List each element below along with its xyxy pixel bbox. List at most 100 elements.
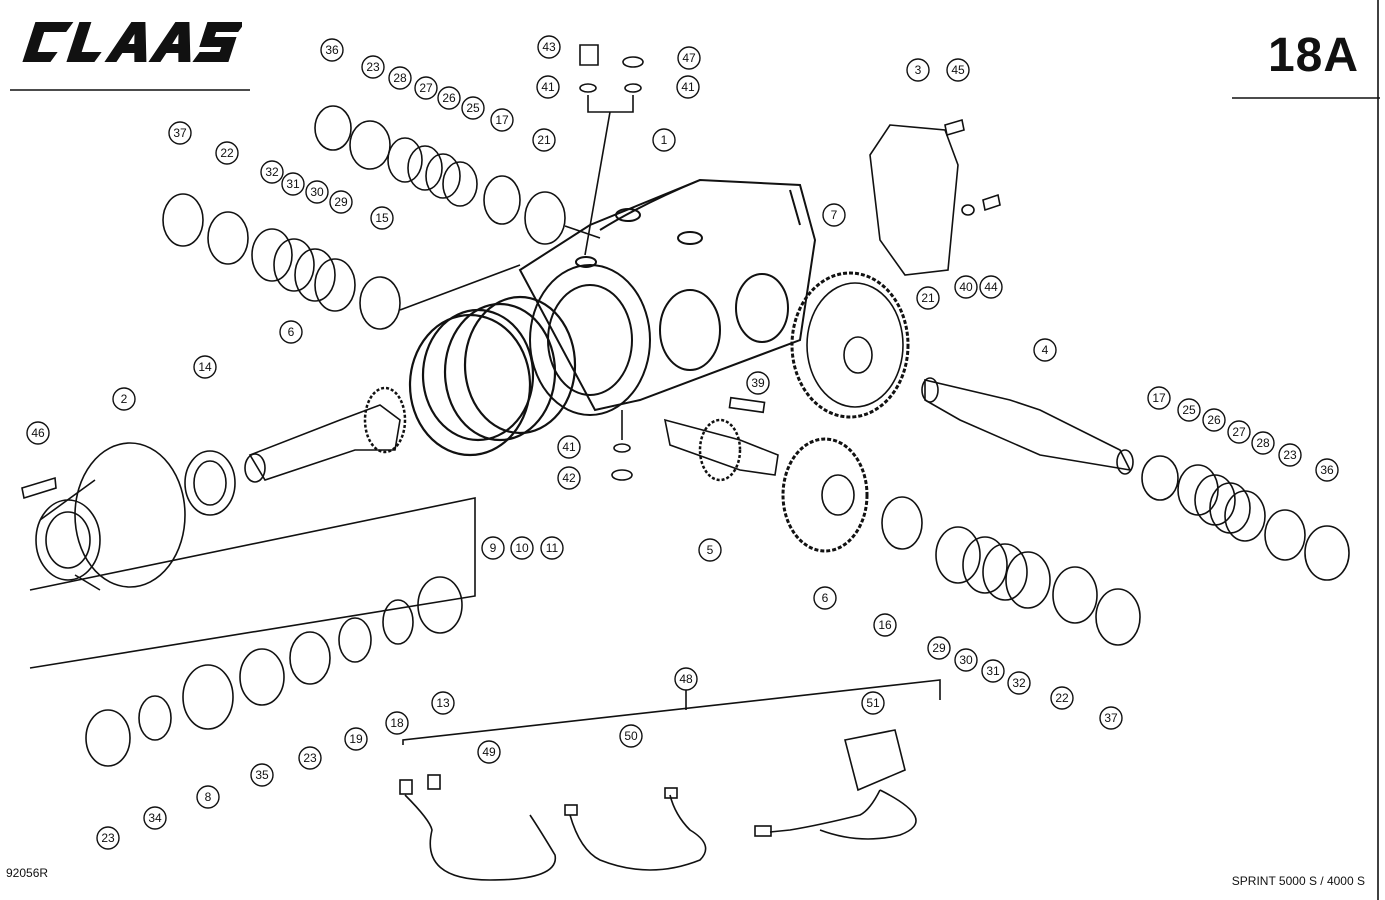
callout-circle bbox=[329, 190, 353, 214]
callout-37: 37 bbox=[1099, 706, 1123, 730]
callout-43: 43 bbox=[537, 35, 561, 59]
callout-number: 28 bbox=[393, 71, 407, 85]
callout-number: 36 bbox=[1320, 463, 1334, 477]
callout-number: 6 bbox=[822, 591, 829, 605]
callout-number: 41 bbox=[681, 80, 695, 94]
callout-circle bbox=[1007, 671, 1031, 695]
callout-number: 27 bbox=[419, 81, 433, 95]
callout-circle bbox=[557, 466, 581, 490]
ring-stack-top-left bbox=[162, 193, 521, 330]
gear-6-right bbox=[781, 437, 869, 553]
callout-number: 50 bbox=[624, 729, 638, 743]
callout-number: 6 bbox=[288, 325, 295, 339]
ring-stack-right bbox=[1141, 455, 1350, 581]
callout-number: 21 bbox=[537, 133, 551, 147]
callout-13: 13 bbox=[431, 691, 455, 715]
plug-47 bbox=[622, 56, 644, 68]
callout-circle bbox=[674, 667, 698, 691]
callout-circle bbox=[388, 66, 412, 90]
callout-number: 29 bbox=[932, 641, 946, 655]
callout-number: 17 bbox=[495, 113, 509, 127]
snap-ring-22-right bbox=[1052, 566, 1098, 624]
callout-number: 32 bbox=[265, 165, 279, 179]
callout-29: 29 bbox=[927, 636, 951, 660]
callout-number: 22 bbox=[220, 146, 234, 160]
callout-35: 35 bbox=[250, 763, 274, 787]
harness-50 bbox=[564, 787, 707, 871]
callout-circle bbox=[481, 536, 505, 560]
callout-circle bbox=[320, 38, 344, 62]
callout-37: 37 bbox=[168, 121, 192, 145]
callout-number: 27 bbox=[1232, 425, 1246, 439]
callout-circle bbox=[946, 58, 970, 82]
callout-number: 16 bbox=[878, 618, 892, 632]
callout-circle bbox=[1050, 686, 1074, 710]
callout-circle bbox=[746, 371, 770, 395]
callout-number: 43 bbox=[542, 40, 556, 54]
callout-21: 21 bbox=[916, 286, 940, 310]
callout-number: 13 bbox=[436, 696, 450, 710]
gear-7 bbox=[790, 271, 910, 419]
callout-3: 3 bbox=[906, 58, 930, 82]
callout-number: 5 bbox=[707, 543, 714, 557]
callout-number: 30 bbox=[310, 185, 324, 199]
callout-number: 7 bbox=[831, 208, 838, 222]
callout-47: 47 bbox=[677, 46, 701, 70]
callout-circle bbox=[979, 275, 1003, 299]
callout-42: 42 bbox=[557, 466, 581, 490]
callout-number: 30 bbox=[959, 653, 973, 667]
callout-7: 7 bbox=[822, 203, 846, 227]
callout-circle bbox=[698, 538, 722, 562]
callout-18: 18 bbox=[385, 711, 409, 735]
callout-19: 19 bbox=[344, 727, 368, 751]
pinion-shaft-6 bbox=[244, 386, 407, 483]
callout-circle bbox=[196, 785, 220, 809]
callout-circle bbox=[461, 96, 485, 120]
callout-number: 28 bbox=[1256, 436, 1270, 450]
washer-41-a bbox=[579, 83, 597, 93]
washer-40 bbox=[961, 204, 975, 216]
bolt-45 bbox=[944, 118, 965, 137]
harness-49 bbox=[399, 774, 557, 881]
callout-41: 41 bbox=[557, 435, 581, 459]
callout-number: 34 bbox=[148, 811, 162, 825]
callout-circle bbox=[437, 86, 461, 110]
callout-circle bbox=[532, 128, 556, 152]
callout-circle bbox=[1147, 386, 1171, 410]
callout-36: 36 bbox=[320, 38, 344, 62]
flange-2 bbox=[35, 442, 186, 591]
callout-number: 31 bbox=[286, 177, 300, 191]
callout-11: 11 bbox=[540, 536, 564, 560]
callout-32: 32 bbox=[1007, 671, 1031, 695]
callout-9: 9 bbox=[481, 536, 505, 560]
callout-number: 32 bbox=[1012, 676, 1026, 690]
callout-number: 21 bbox=[921, 291, 935, 305]
callout-41: 41 bbox=[536, 75, 560, 99]
callout-50: 50 bbox=[619, 724, 643, 748]
callout-circle bbox=[916, 286, 940, 310]
callout-31: 31 bbox=[981, 659, 1005, 683]
callout-circle bbox=[1315, 458, 1339, 482]
pinion-5 bbox=[663, 396, 779, 482]
callout-circle bbox=[168, 121, 192, 145]
callout-circle bbox=[281, 172, 305, 196]
callout-27: 27 bbox=[1227, 420, 1251, 444]
harness-bracket bbox=[402, 679, 941, 745]
callout-circle bbox=[112, 387, 136, 411]
leader-41 bbox=[587, 95, 634, 113]
callout-17: 17 bbox=[1147, 386, 1171, 410]
callout-number: 41 bbox=[562, 440, 576, 454]
callout-number: 37 bbox=[1104, 711, 1118, 725]
callout-number: 17 bbox=[1152, 391, 1166, 405]
callout-circle bbox=[477, 740, 501, 764]
callout-number: 25 bbox=[1182, 403, 1196, 417]
callout-21: 21 bbox=[532, 128, 556, 152]
callout-23: 23 bbox=[96, 826, 120, 850]
callout-17: 17 bbox=[490, 108, 514, 132]
callout-26: 26 bbox=[1202, 408, 1226, 432]
callout-40: 40 bbox=[954, 275, 978, 299]
callout-number: 45 bbox=[951, 63, 965, 77]
callout-number: 4 bbox=[1042, 343, 1049, 357]
callout-circle bbox=[536, 75, 560, 99]
